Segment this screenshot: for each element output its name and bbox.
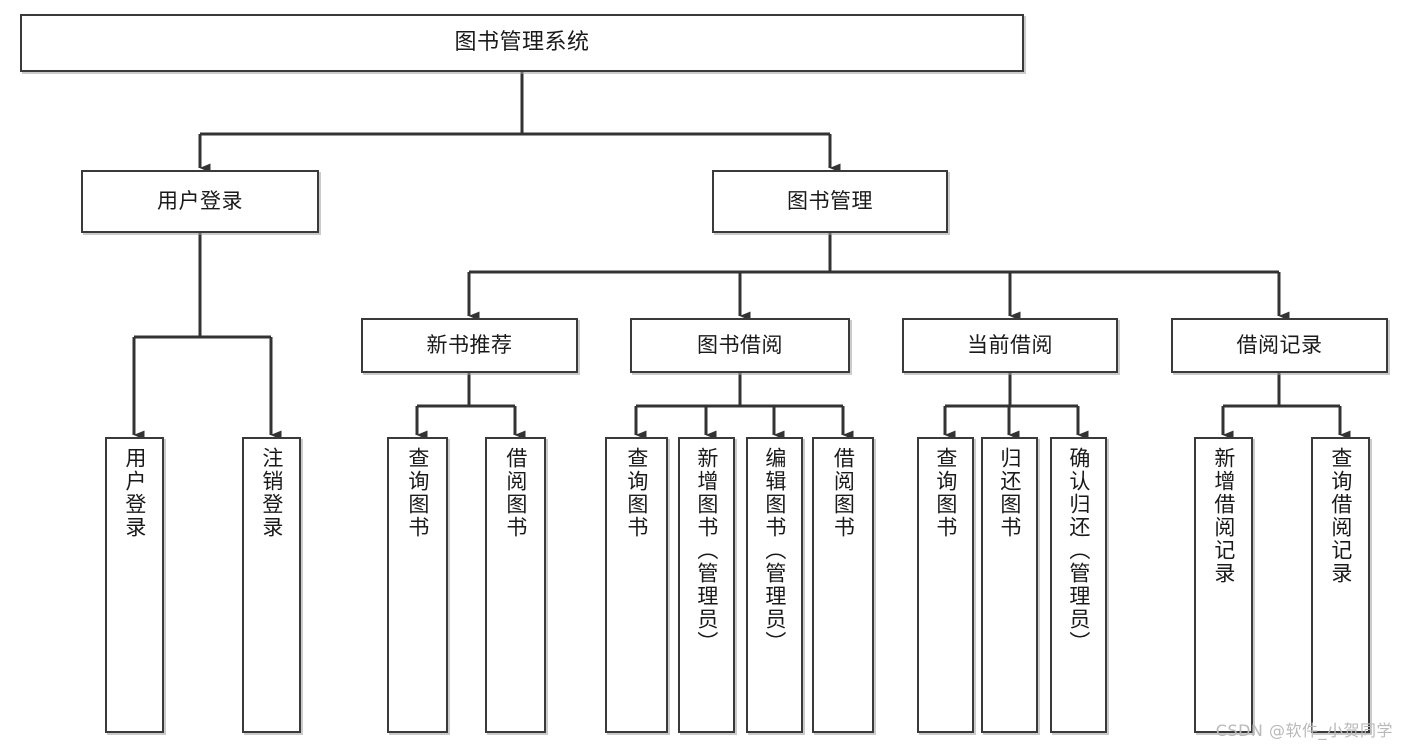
node-leaf-return-book[interactable]: 归还图书	[981, 437, 1038, 733]
node-root-label: 图书管理系统	[454, 29, 590, 55]
node-leaf-edit-book-label: 编辑图书（管理员）	[762, 447, 787, 654]
node-leaf-add-book[interactable]: 新增图书（管理员）	[678, 437, 735, 733]
node-leaf-query-book-current-label: 查询图书	[933, 447, 958, 539]
watermark: CSDN @软件_小贺同学	[1215, 721, 1393, 740]
node-leaf-edit-book[interactable]: 编辑图书（管理员）	[746, 437, 803, 733]
node-leaf-confirm-return[interactable]: 确认归还（管理员）	[1050, 437, 1107, 733]
node-leaf-query-borrow-record-label: 查询借阅记录	[1328, 447, 1353, 585]
node-borrow-record-label: 借阅记录	[1236, 332, 1323, 357]
node-leaf-query-book-rec[interactable]: 查询图书	[387, 437, 448, 733]
node-leaf-add-borrow-record-label: 新增借阅记录	[1211, 447, 1236, 585]
node-leaf-user-login-label: 用户登录	[122, 447, 147, 539]
node-leaf-query-borrow-record[interactable]: 查询借阅记录	[1311, 437, 1370, 733]
node-leaf-query-book-borrow-label: 查询图书	[624, 447, 649, 539]
node-book-manage-label: 图书管理	[787, 188, 873, 213]
node-leaf-borrow-book-rec-label: 借阅图书	[503, 447, 528, 539]
node-leaf-return-book-label: 归还图书	[997, 447, 1022, 539]
node-leaf-add-book-label: 新增图书（管理员）	[694, 447, 719, 654]
node-borrow-record[interactable]: 借阅记录	[1171, 318, 1388, 373]
node-current-borrow[interactable]: 当前借阅	[902, 318, 1118, 373]
node-leaf-user-logout-label: 注销登录	[259, 447, 284, 539]
node-leaf-borrow-book[interactable]: 借阅图书	[812, 437, 874, 733]
node-book-borrow-label: 图书借阅	[697, 332, 783, 357]
node-leaf-add-borrow-record[interactable]: 新增借阅记录	[1194, 437, 1253, 733]
node-book-manage[interactable]: 图书管理	[712, 170, 948, 233]
node-leaf-borrow-book-label: 借阅图书	[831, 447, 856, 539]
node-leaf-confirm-return-label: 确认归还（管理员）	[1066, 447, 1091, 654]
node-new-book-recommend-label: 新书推荐	[426, 332, 513, 357]
node-book-borrow[interactable]: 图书借阅	[630, 318, 850, 373]
node-leaf-query-book-borrow[interactable]: 查询图书	[605, 437, 668, 733]
node-leaf-user-login[interactable]: 用户登录	[105, 437, 164, 733]
node-root[interactable]: 图书管理系统	[20, 14, 1024, 72]
node-user-login[interactable]: 用户登录	[81, 170, 319, 233]
node-new-book-recommend[interactable]: 新书推荐	[361, 318, 578, 373]
node-current-borrow-label: 当前借阅	[967, 332, 1053, 357]
node-leaf-query-book-rec-label: 查询图书	[405, 447, 430, 539]
node-user-login-label: 用户登录	[157, 188, 243, 213]
node-leaf-borrow-book-rec[interactable]: 借阅图书	[485, 437, 546, 733]
node-leaf-query-book-current[interactable]: 查询图书	[917, 437, 974, 733]
node-leaf-user-logout[interactable]: 注销登录	[242, 437, 301, 733]
